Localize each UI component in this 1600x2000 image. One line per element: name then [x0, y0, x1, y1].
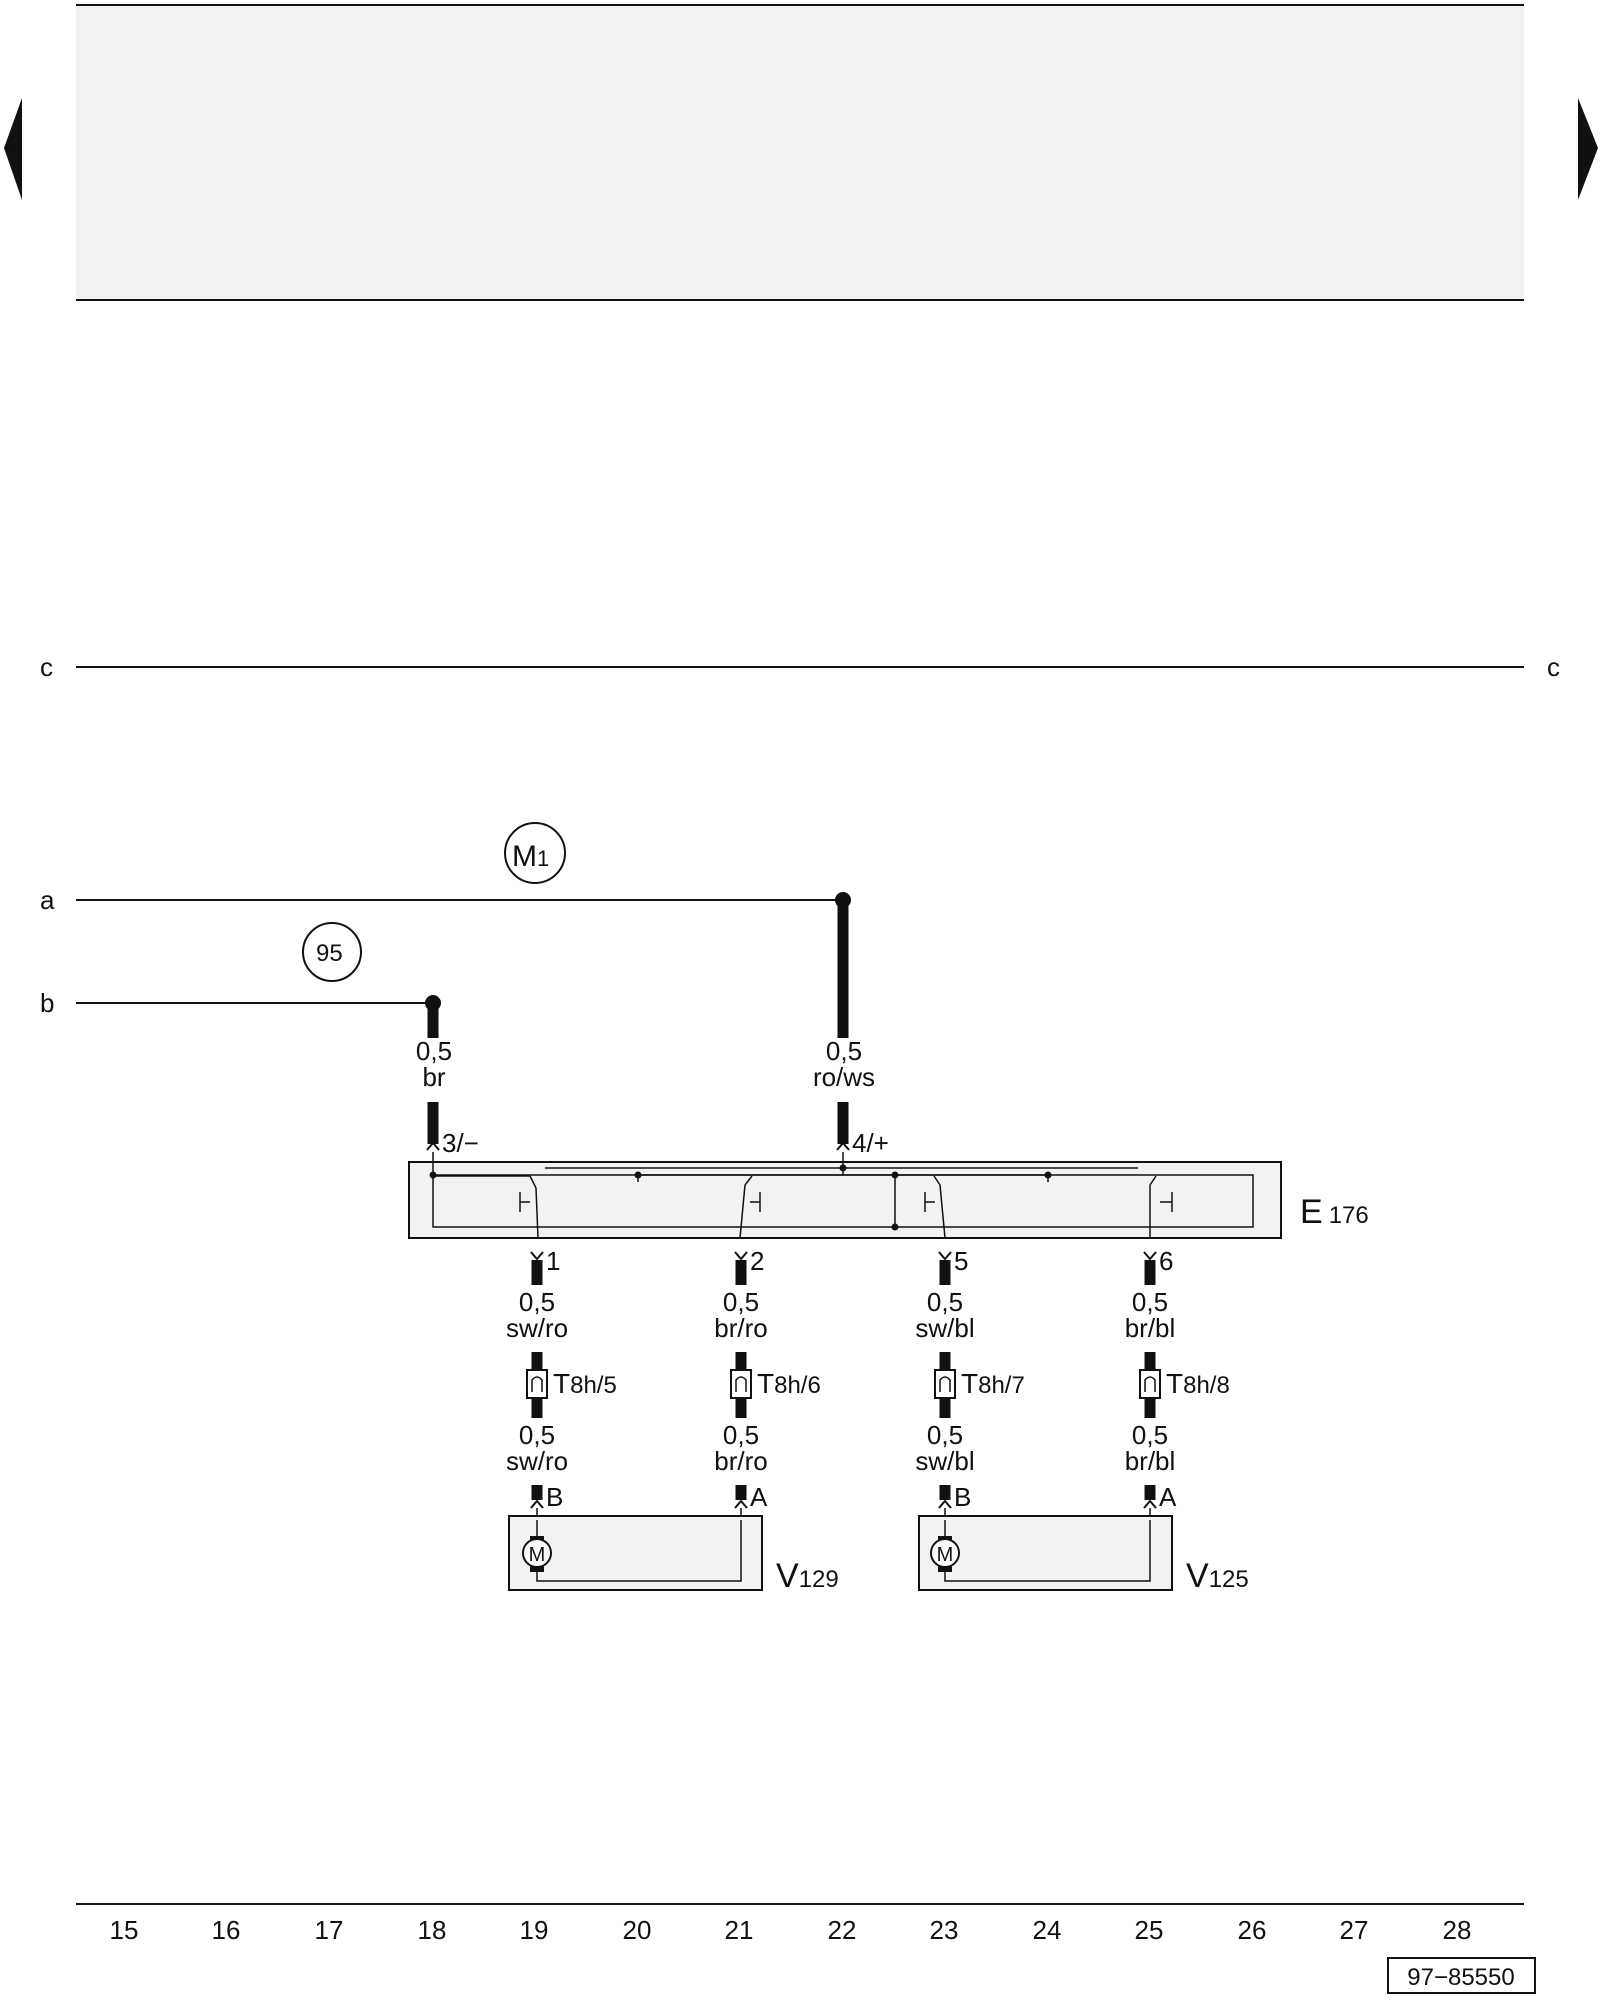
- reference-95-circle: [302, 922, 362, 982]
- track-number: 19: [520, 1915, 549, 1945]
- pin-label-pos: 4/+: [852, 1128, 889, 1158]
- wire-gauge: 0,5: [723, 1420, 759, 1450]
- motor-icon: [522, 1538, 552, 1568]
- figure-id: 97−85550: [1407, 1964, 1514, 1991]
- wire-gauge: 0,5: [519, 1420, 555, 1450]
- wire-color: sw/ro: [506, 1446, 568, 1476]
- motor-v129: M: [508, 1515, 763, 1591]
- figure-id-box: [1387, 1957, 1536, 1994]
- pin-label: 1: [546, 1246, 560, 1276]
- wire-color: br/bl: [1125, 1313, 1176, 1343]
- motor-label: V125: [1186, 1557, 1249, 1595]
- motor-v125: M: [918, 1515, 1173, 1591]
- wire-gauge: 0,5: [927, 1420, 963, 1450]
- wire-pos-color: ro/ws: [813, 1062, 875, 1092]
- pin-label: 5: [954, 1246, 968, 1276]
- pin-marker: [836, 1141, 850, 1151]
- connector-label: T8h/5: [553, 1368, 617, 1399]
- track-number: 16: [212, 1915, 241, 1945]
- wire-gauge: 0,5: [927, 1287, 963, 1317]
- track-number: 24: [1033, 1915, 1062, 1945]
- triangle-left-icon[interactable]: [4, 98, 22, 200]
- motor-pin-label: A: [1159, 1482, 1177, 1512]
- connector-icon: [1139, 1369, 1161, 1399]
- bus-label-a: a: [40, 885, 55, 915]
- reference-m1: M1: [512, 840, 549, 873]
- track-number: 20: [623, 1915, 652, 1945]
- wire-gauge: 0,5: [723, 1287, 759, 1317]
- track-number: 28: [1443, 1915, 1472, 1945]
- track-number: 17: [315, 1915, 344, 1945]
- motor-icon: [930, 1538, 960, 1568]
- pin-label: 2: [750, 1246, 764, 1276]
- wire-color: br/ro: [714, 1313, 767, 1343]
- track-number: 27: [1340, 1915, 1369, 1945]
- wire-pos-gauge: 0,5: [826, 1036, 862, 1066]
- wire-gauge: 0,5: [519, 1287, 555, 1317]
- motor-pin-label: A: [750, 1482, 768, 1512]
- motor-symbol: M: [937, 1544, 954, 1566]
- wire-color: br/bl: [1125, 1446, 1176, 1476]
- wire-color: sw/ro: [506, 1313, 568, 1343]
- track-number: 26: [1238, 1915, 1267, 1945]
- output-wire-1: [526, 1251, 548, 1520]
- wire-gauge: 0,5: [1132, 1420, 1168, 1450]
- wire-color: sw/bl: [915, 1313, 974, 1343]
- output-wire-2: [730, 1251, 752, 1520]
- triangle-right-icon[interactable]: [1578, 98, 1598, 200]
- wire-color: sw/bl: [915, 1446, 974, 1476]
- pin-label-neg: 3/−: [442, 1128, 479, 1158]
- motor-pin-label: B: [954, 1482, 971, 1512]
- wire-color: br/ro: [714, 1446, 767, 1476]
- switch-contact: [924, 1175, 946, 1239]
- wire-neg-color: br: [422, 1062, 445, 1092]
- bus-label-c-left: c: [40, 652, 53, 682]
- connector-label: T8h/8: [1166, 1368, 1230, 1399]
- reference-m1-circle: [504, 822, 566, 884]
- track-numbers: 15 16 17 18 19 20 21 22 23 24 25 26 27 2…: [110, 1915, 1472, 1945]
- output-wire-5: [934, 1251, 956, 1520]
- connector-label: T8h/6: [757, 1368, 821, 1399]
- output-wire-6: [1139, 1251, 1161, 1520]
- connector-icon: [934, 1369, 956, 1399]
- wire-gauge: 0,5: [1132, 1287, 1168, 1317]
- motor-pin-label: B: [546, 1482, 563, 1512]
- connector-icon: [730, 1369, 752, 1399]
- track-number: 18: [418, 1915, 447, 1945]
- switch-contact: [739, 1175, 761, 1239]
- track-number: 22: [828, 1915, 857, 1945]
- bus-label-c-right: c: [1547, 652, 1560, 682]
- pin-label: 6: [1159, 1246, 1173, 1276]
- motor-symbol: M: [529, 1544, 546, 1566]
- pin-marker: [426, 1141, 440, 1151]
- bus-label-b: b: [40, 988, 54, 1018]
- switch-contact: [519, 1175, 539, 1239]
- wire-neg-gauge: 0,5: [416, 1036, 452, 1066]
- motor-label: V129: [776, 1557, 839, 1595]
- track-number: 23: [930, 1915, 959, 1945]
- track-number: 15: [110, 1915, 139, 1945]
- reference-95: 95: [316, 940, 343, 967]
- switch-contact: [1149, 1175, 1173, 1238]
- header-band: [76, 5, 1524, 300]
- track-number: 21: [725, 1915, 754, 1945]
- track-number: 25: [1135, 1915, 1164, 1945]
- switch-unit-e176: [408, 1152, 1282, 1239]
- connector-label: T8h/7: [961, 1368, 1025, 1399]
- connector-icon: [526, 1369, 548, 1399]
